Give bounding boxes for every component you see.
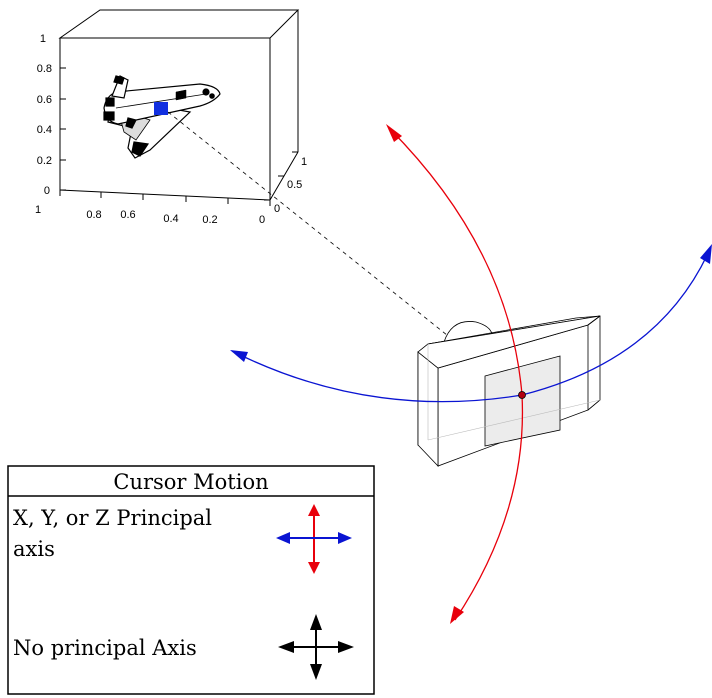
- v-tick-label: 0.4: [37, 124, 52, 136]
- space-shuttle-icon: [103, 75, 221, 159]
- v-tick-label: 0.8: [37, 63, 52, 75]
- arc-arrowhead: [700, 244, 712, 264]
- front-tick-label: 0: [259, 214, 265, 226]
- v-tick-label: 1: [40, 33, 46, 45]
- legend-title: Cursor Motion: [113, 470, 268, 494]
- black-cross-arrows-icon: [278, 614, 354, 680]
- arc-arrowhead: [386, 124, 402, 142]
- target-marker: [154, 102, 168, 115]
- legend-row-label: X, Y, or Z Principal: [13, 506, 212, 530]
- depth-tick-label: 0: [274, 203, 280, 215]
- front-tick-label: 0.6: [120, 209, 135, 221]
- depth-tick-label: 1: [301, 156, 307, 168]
- legend-row-label: No principal Axis: [13, 636, 197, 660]
- v-tick-label: 0.6: [37, 94, 52, 106]
- cursor-motion-legend: Cursor Motion X, Y, or Z Principal axis …: [7, 465, 375, 695]
- legend-row-label: axis: [13, 537, 55, 561]
- v-tick-label: 0: [44, 185, 50, 197]
- box-top-face: [58, 9, 300, 39]
- depth-axis: 1 0.5 0: [264, 151, 307, 215]
- front-tick-label: 1: [35, 204, 41, 216]
- camera-icon: [417, 315, 601, 467]
- front-tick-label: 0.8: [86, 209, 101, 221]
- v-tick-label: 0.2: [37, 155, 52, 167]
- vertical-axis: 1 0.8 0.6 0.4 0.2 0: [37, 33, 66, 197]
- front-axis: 1 0.8 0.6 0.4 0.2 0: [35, 190, 271, 226]
- colored-cross-arrows-icon: [276, 504, 352, 574]
- front-tick-label: 0.4: [163, 213, 178, 225]
- depth-tick-label: 0.5: [287, 179, 302, 191]
- arc-arrowhead: [230, 350, 248, 362]
- front-tick-label: 0.2: [202, 214, 217, 226]
- arc-arrowhead: [450, 606, 464, 624]
- camera-focus-point: [518, 391, 526, 399]
